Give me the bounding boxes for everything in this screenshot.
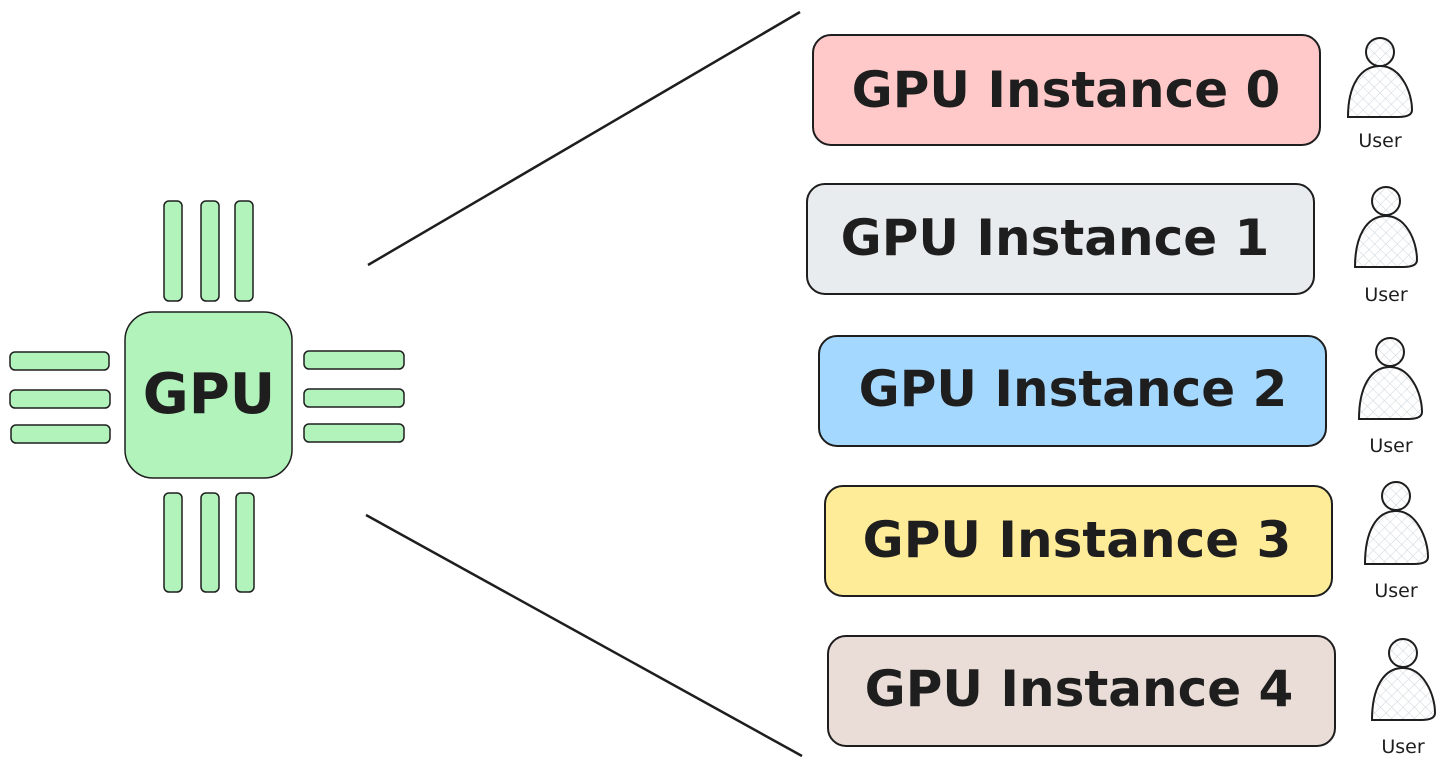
- gpu-pin: [200, 200, 220, 302]
- user-label: User: [1364, 284, 1407, 306]
- user-label: User: [1369, 435, 1412, 457]
- instance-box: [812, 34, 1321, 146]
- user-body-icon: [1357, 365, 1424, 420]
- gpu-pin: [303, 423, 405, 443]
- gpu-pin: [234, 200, 254, 302]
- user-head-icon: [1371, 186, 1401, 216]
- user-0: User: [1346, 37, 1414, 152]
- instance-box: [824, 485, 1333, 597]
- user-label: User: [1358, 130, 1401, 152]
- instance-label: GPU Instance 0: [852, 61, 1281, 119]
- gpu-pin: [235, 492, 255, 593]
- instance-box: [818, 335, 1327, 447]
- instance-label: GPU Instance 3: [863, 511, 1292, 569]
- user-body-icon: [1363, 509, 1430, 565]
- gpu-instance-2: GPU Instance 2: [818, 335, 1327, 447]
- instance-box: [806, 183, 1315, 295]
- user-head-icon: [1381, 481, 1411, 511]
- gpu-instance-0: GPU Instance 0: [812, 34, 1321, 146]
- gpu-chip: GPU: [9, 200, 405, 593]
- user-body-icon: [1353, 214, 1419, 268]
- gpu-pin: [9, 389, 111, 409]
- user-head-icon: [1375, 337, 1405, 367]
- user-2: User: [1357, 337, 1424, 457]
- gpu-instance-4: GPU Instance 4: [827, 635, 1336, 747]
- instance-box: [827, 635, 1336, 747]
- instance-label: GPU Instance 4: [865, 660, 1294, 718]
- user-body-icon: [1370, 666, 1437, 721]
- gpu-pin: [303, 388, 405, 408]
- user-4: User: [1370, 638, 1437, 758]
- gpu-pin: [303, 350, 405, 370]
- user-body-icon: [1346, 64, 1414, 118]
- user-label: User: [1374, 580, 1417, 602]
- gpu-pin: [9, 351, 110, 371]
- instance-label: GPU Instance 2: [859, 360, 1288, 418]
- user-3: User: [1363, 481, 1430, 602]
- gpu-pin: [163, 200, 183, 302]
- gpu-pin: [200, 492, 220, 593]
- user-label: User: [1381, 736, 1424, 758]
- connector-line-top: [367, 10, 801, 267]
- instance-label: GPU Instance 1: [841, 209, 1270, 267]
- gpu-pin: [10, 424, 111, 444]
- gpu-instance-3: GPU Instance 3: [824, 485, 1333, 597]
- user-head-icon: [1388, 638, 1418, 668]
- gpu-pin: [163, 492, 183, 593]
- connector-line-bottom: [365, 513, 803, 758]
- gpu-label: GPU: [143, 362, 275, 427]
- gpu-instance-1: GPU Instance 1: [806, 183, 1315, 295]
- gpu-body: [124, 311, 293, 479]
- user-1: User: [1353, 186, 1419, 306]
- user-head-icon: [1365, 37, 1395, 67]
